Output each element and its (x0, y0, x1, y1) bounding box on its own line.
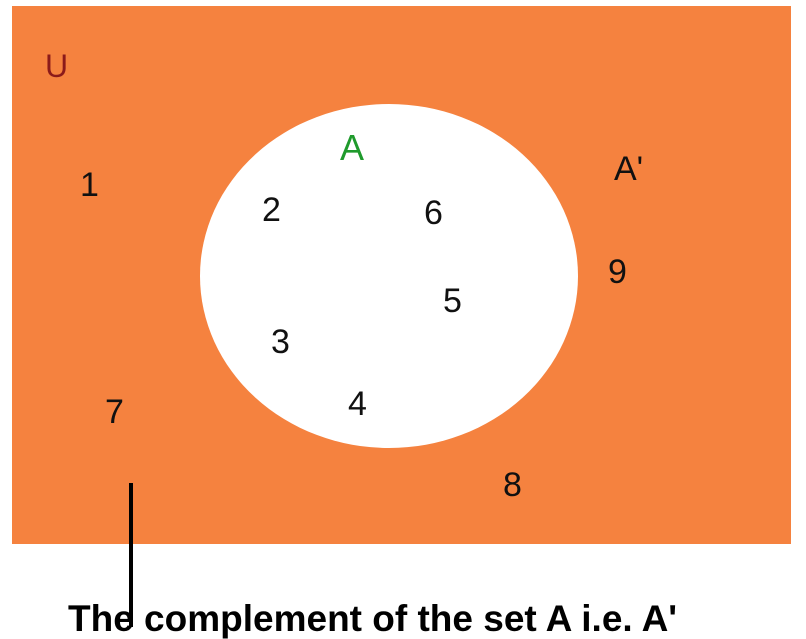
element-6: 6 (424, 194, 443, 232)
element-7: 7 (105, 393, 124, 431)
set-a-circle (200, 104, 578, 448)
universal-set-label: U (45, 48, 69, 84)
set-a-label: A (340, 127, 365, 168)
element-8: 8 (503, 466, 522, 504)
element-5: 5 (443, 282, 462, 320)
caption: The complement of the set A i.e. A' (68, 598, 678, 639)
element-1: 1 (80, 166, 99, 204)
element-2: 2 (262, 191, 281, 229)
element-4: 4 (348, 385, 367, 423)
complement-label: A' (614, 150, 644, 188)
element-9: 9 (608, 253, 627, 291)
element-3: 3 (271, 323, 290, 361)
pointer-line (129, 483, 133, 627)
